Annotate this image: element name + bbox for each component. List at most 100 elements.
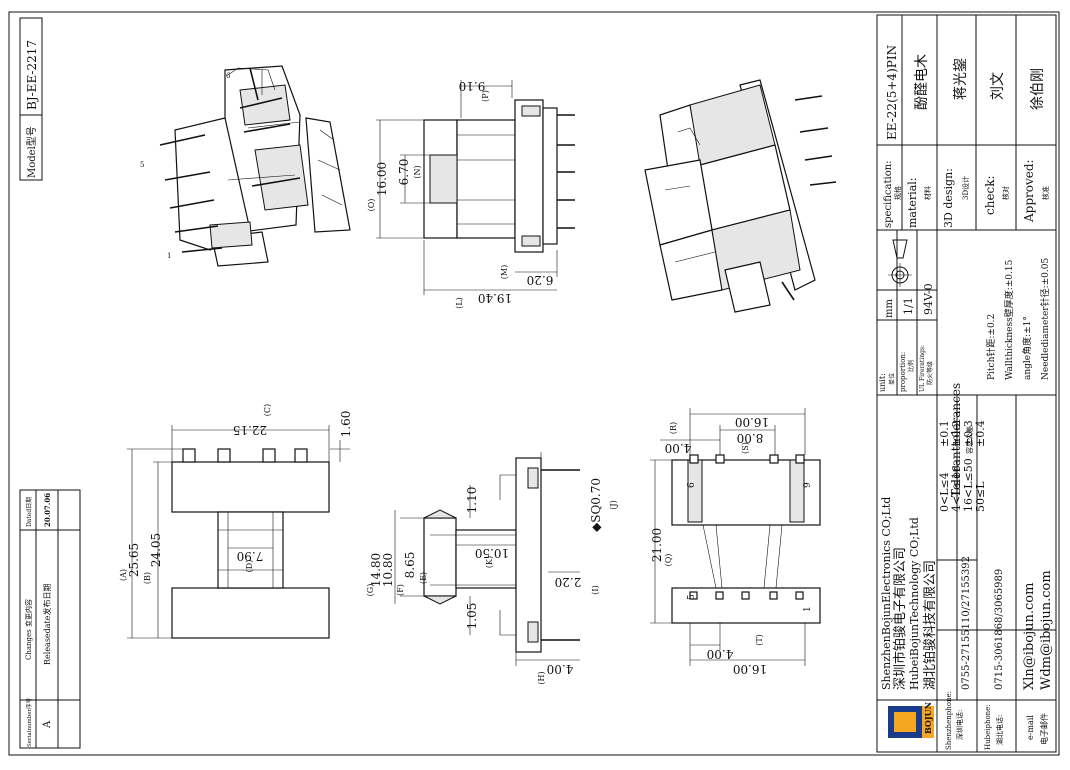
dim-bot-1600b: 16.00 bbox=[733, 662, 767, 676]
approved-label: Approved: bbox=[1022, 159, 1036, 223]
dim-sec-g: (G) bbox=[366, 584, 375, 597]
rev-change: Releasedate发布日期 bbox=[42, 584, 52, 666]
iso-pins-left bbox=[159, 134, 223, 253]
dim-front-a-val: 25.65 bbox=[127, 543, 141, 577]
tol-val-3: ±0.4 bbox=[974, 420, 987, 447]
revision-table: Serialnumber序号 Changes 变更内容 Dated日期 A Re… bbox=[19, 489, 81, 749]
dim-front-b: (B) bbox=[143, 572, 152, 584]
tol-note-2: angle角度:±1° bbox=[1021, 316, 1033, 380]
spec-label: specification: bbox=[883, 160, 894, 228]
dim-side-n-val: 6.70 bbox=[397, 159, 411, 186]
dim-front-d-val: 7.90 bbox=[237, 549, 264, 563]
tol-range-2: 16<L≤50 bbox=[962, 458, 975, 512]
email-label: e-mail bbox=[1026, 715, 1035, 740]
title-block: specification: 规格 EE-22(5+4)PIN material… bbox=[876, 14, 1057, 753]
dim-sec-h: (H) bbox=[537, 671, 546, 684]
tol-val-1: ±0.2 bbox=[950, 420, 963, 447]
logo-text: BOJUN bbox=[923, 702, 933, 734]
dim-bot-q: (Q) bbox=[664, 554, 673, 567]
dim-sec-h-val: 4.00 bbox=[547, 662, 574, 676]
dim-sec-k: (K) bbox=[485, 556, 494, 568]
design-value: 蒋光鋆 bbox=[953, 58, 969, 100]
dim-sec-j: (J) bbox=[609, 500, 618, 509]
model-label: Model型号 bbox=[25, 126, 38, 178]
sz-phone-cn: 深圳电话: bbox=[955, 710, 964, 740]
bojun-logo: BOJUN bbox=[888, 702, 934, 738]
material-cn: 材料 bbox=[923, 186, 932, 200]
tol-range-1: 4<L≤16 bbox=[950, 465, 963, 512]
hb-phone: 0715-3061868/3065989 bbox=[994, 569, 1005, 690]
dim-bot-400b: 4.00 bbox=[707, 647, 734, 661]
dim-side-h: 16.00 bbox=[375, 162, 389, 196]
dim-side-o: (O) bbox=[367, 199, 376, 212]
dim-bot-r: (R) bbox=[669, 422, 678, 434]
check-label: check: bbox=[983, 175, 997, 215]
side-pins bbox=[557, 114, 575, 229]
proportion-value: 1/1 bbox=[902, 297, 915, 315]
email-2: Wdm@ibojun.com bbox=[1039, 570, 1054, 690]
rev-date: 20.07.06 bbox=[43, 493, 52, 527]
company-en-2: HubeiBojunTechnology CO;Ltd bbox=[908, 517, 921, 690]
pin-label-1: 1 bbox=[803, 606, 813, 612]
tol-val-2: ±0.3 bbox=[962, 420, 975, 447]
proportion-cn: 比例 bbox=[907, 360, 915, 372]
pin-label-5: 5 bbox=[687, 594, 697, 600]
dim-side-m-val: 6.20 bbox=[527, 273, 554, 287]
spec-value: EE-22(5+4)PIN bbox=[885, 45, 899, 140]
approved-cn: 核准 bbox=[1041, 186, 1050, 200]
dim-bot-s: (S) bbox=[741, 442, 750, 454]
dim-sec-k-val: 10.50 bbox=[475, 546, 509, 560]
projection-symbol-icon bbox=[888, 239, 912, 287]
unit-cn: 单位 bbox=[888, 373, 896, 385]
rev-serial: A bbox=[42, 720, 53, 729]
spec-cn: 规格 bbox=[893, 186, 902, 200]
unit-label: unit: bbox=[878, 373, 887, 392]
front-pins bbox=[182, 448, 308, 463]
model-box: Model型号 BJ-EE-2217 bbox=[19, 17, 43, 181]
dim-front-c: (C) bbox=[263, 404, 272, 416]
dim-side-l-val: 19.40 bbox=[478, 291, 512, 305]
iso-3d-pins bbox=[781, 95, 837, 301]
proportion-label: proportion: bbox=[899, 352, 907, 392]
dim-sec-j-val: ◆SQ0.70 bbox=[589, 478, 603, 532]
front-view: 22.15 (C) 1.60 25.65 (A) 24.05 (B) 7.90 … bbox=[119, 404, 353, 639]
section-view: 14.80 (G) 10.80 (F) 8.65 (E) 1.10 10.50 … bbox=[366, 452, 618, 685]
dim-side-w: 9.10 bbox=[459, 79, 486, 93]
dim-front-b-val: 24.05 bbox=[149, 533, 163, 567]
approved-value: 徐伯刚 bbox=[1030, 68, 1046, 110]
tol-note-1: Wallthickness壁厚度:±0.15 bbox=[1003, 259, 1015, 380]
model-value: BJ-EE-2217 bbox=[25, 40, 39, 110]
company-cn-1: 深圳市铂骏电子有限公司 bbox=[892, 547, 908, 690]
iso-label-6: 6 bbox=[226, 72, 231, 80]
dim-sec-105: 1.05 bbox=[465, 603, 479, 630]
dim-sec-e-val: 8.65 bbox=[403, 552, 417, 579]
tol-notes: Pitch针距:±0.2 Wallthickness壁厚度:±0.15 angl… bbox=[985, 258, 1051, 380]
email-cn: 电子邮件 bbox=[1039, 713, 1049, 745]
material-value: 酚醛电木 bbox=[914, 54, 930, 110]
ul-label: UL Fireratings: bbox=[919, 345, 926, 392]
dim-sec-g-val: 14.80 bbox=[369, 553, 383, 587]
rev-col-serial: Serialnumber序号 bbox=[25, 697, 33, 747]
tol-val-0: ±0.1 bbox=[938, 420, 951, 447]
check-value: 刘文 bbox=[990, 72, 1006, 100]
dim-side-n: (N) bbox=[413, 165, 422, 178]
dim-bot-r-val: 16.00 bbox=[735, 415, 769, 429]
hb-phone-cn: 湖北电话: bbox=[995, 715, 1004, 745]
tol-range-0: 0<L≤4 bbox=[938, 472, 951, 512]
dim-front-pin: 1.60 bbox=[339, 411, 353, 438]
side-view: 9.10 (P) 16.00 (O) 6.70 (N) 6.20 (M) 19.… bbox=[367, 79, 575, 309]
design-cn: 3D设计 bbox=[961, 176, 970, 200]
pin-view: 5 1 6 9 16.00 (R) 8.00 (S) 4.00 21.00 (Q… bbox=[650, 408, 821, 676]
dim-front-a: (A) bbox=[119, 569, 128, 581]
tol-rows: 0<L≤4 ±0.1 4<L≤16 ±0.2 16<L≤50 ±0.3 50≤L… bbox=[938, 420, 987, 512]
dim-sec-f-val: 10.80 bbox=[381, 553, 395, 587]
sz-phone-label: Shenzhenphone: bbox=[945, 691, 953, 750]
dim-front-d: (D) bbox=[245, 560, 254, 573]
company-en-1: ShenzhenBojunElectronics CO;Ltd bbox=[880, 497, 893, 690]
dim-side-l: (L) bbox=[455, 297, 464, 309]
tol-title-cn: 容忍公差 bbox=[965, 426, 974, 454]
iso-label-1: 1 bbox=[167, 252, 171, 260]
dim-bot-t: (T) bbox=[755, 634, 764, 646]
pin-label-6: 6 bbox=[687, 482, 697, 488]
